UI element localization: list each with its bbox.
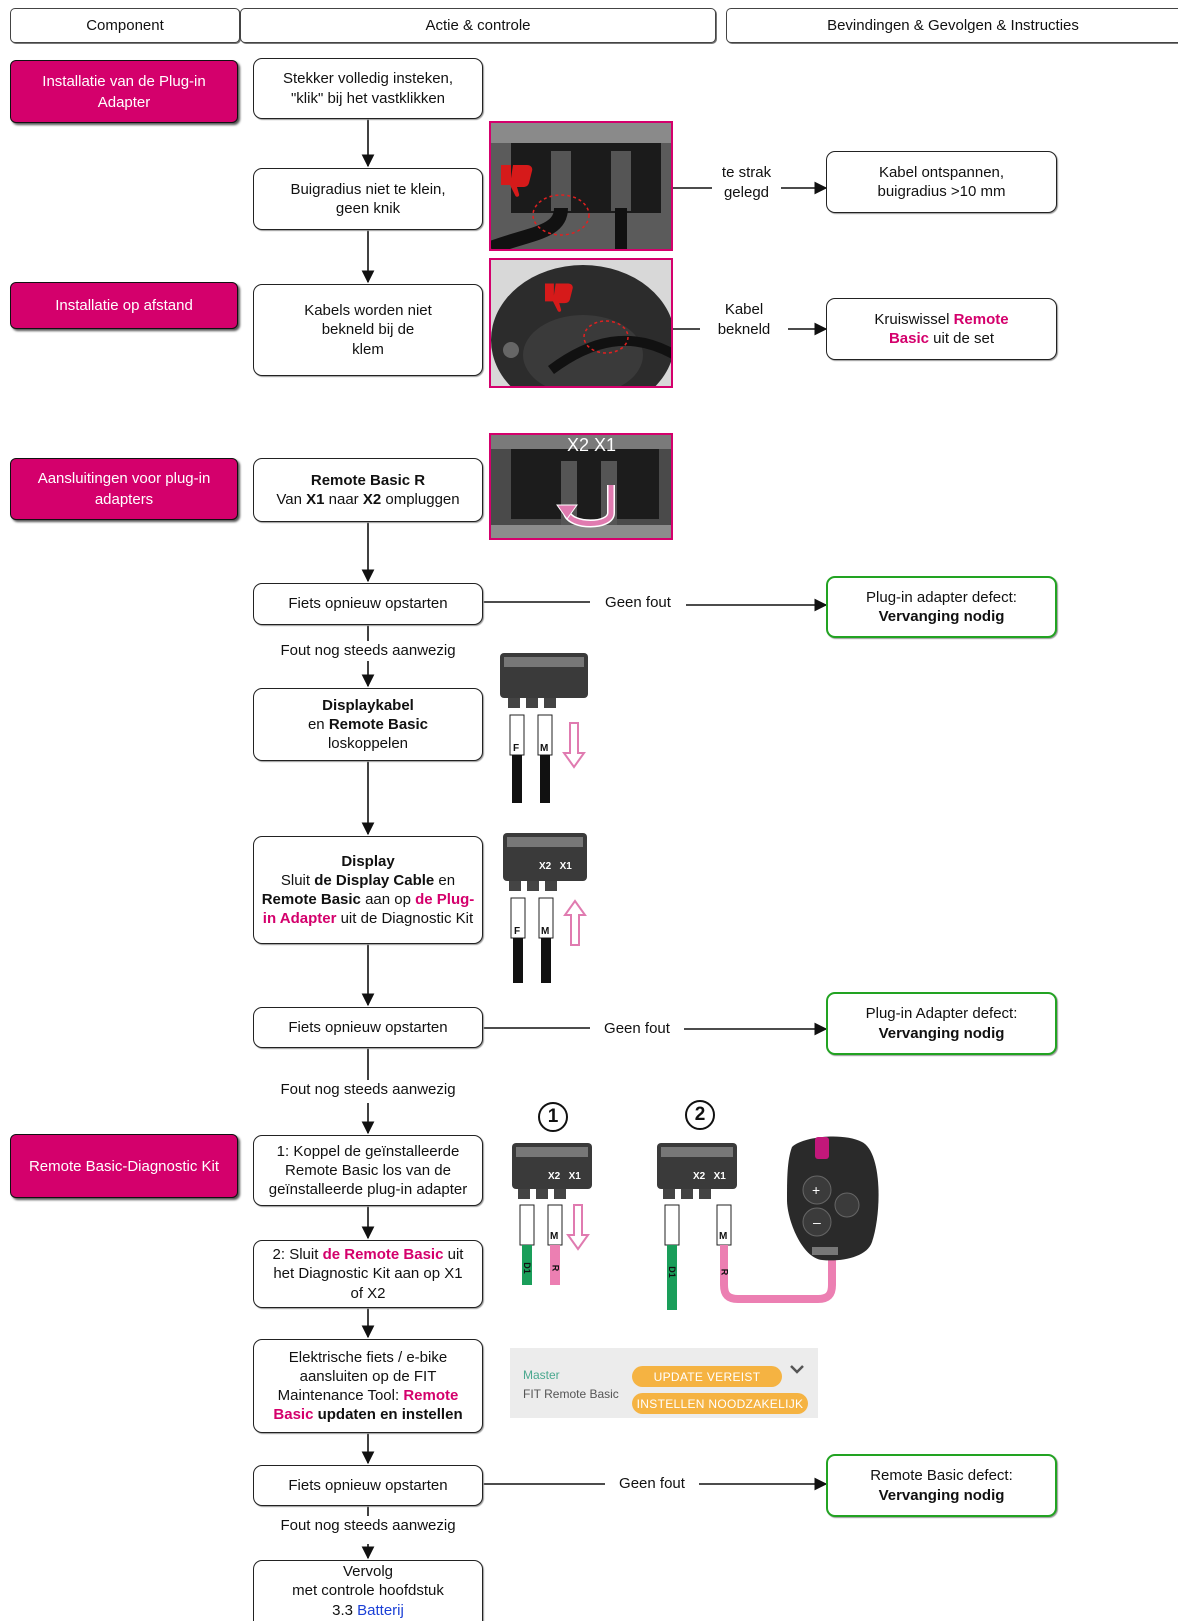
header-findings: Bevindingen & Gevolgen & Instructies [726, 8, 1178, 43]
fit-tool-panel: Master FIT Remote Basic UPDATE VEREIST I… [510, 1348, 818, 1418]
photo-cable-bend [489, 121, 673, 251]
photo-x2-x1-replug: X2 X1 [489, 433, 673, 540]
illustration-connect-kit: X2 X1 F M [503, 833, 598, 983]
step-number-2: 2 [685, 1100, 715, 1130]
component-plugin-connections: Aansluitingen voor plug-in adapters [10, 458, 238, 520]
label-no-error-1: Geen fout [590, 593, 686, 613]
step-restart-bike-3: Fiets opnieuw opstarten [253, 1465, 483, 1506]
result-relax-cable: Kabel ontspannen,buigradius >10 mm [826, 151, 1057, 213]
step-restart-bike-2: Fiets opnieuw opstarten [253, 1007, 483, 1048]
svg-text:+: + [812, 1182, 820, 1198]
thumbs-down-icon [499, 161, 539, 197]
chevron-down-icon[interactable] [788, 1362, 806, 1376]
update-required-badge[interactable]: UPDATE VEREIST [632, 1366, 782, 1387]
pin-label-f: F [514, 926, 521, 937]
illustration-disconnect: F M [500, 653, 595, 803]
label-error-persists-3: Fout nog steeds aanwezig [270, 1516, 466, 1536]
header-action: Actie & controle [240, 8, 716, 43]
label-no-error-3: Geen fout [605, 1474, 699, 1494]
result-remote-basic-defect: Remote Basic defect:Vervanging nodig [826, 1454, 1057, 1517]
pin-label-d1: D1 [521, 1262, 532, 1274]
component-plugin-adapter-install: Installatie van de Plug-in Adapter [10, 60, 238, 123]
pin-label-m: M [719, 1231, 728, 1242]
component-remote-install: Installatie op afstand [10, 282, 238, 329]
label-error-persists-2: Fout nog steeds aanwezig [270, 1080, 466, 1100]
fit-device-label: FIT Remote Basic [523, 1387, 619, 1401]
photo-cable-pinched [489, 258, 673, 388]
step-number-1: 1 [538, 1102, 568, 1132]
thumbs-down-icon [543, 280, 579, 312]
svg-text:–: – [813, 1214, 821, 1230]
adapter-x2-x1-label: X2 X1 [548, 1171, 581, 1182]
pin-label-m: M [540, 743, 549, 754]
step-plug-in-fully: Stekker volledig insteken,"klik" bij het… [253, 58, 483, 119]
header-component: Component [10, 8, 240, 43]
component-remote-basic-diagnostic-kit: Remote Basic-Diagnostic Kit [10, 1134, 238, 1198]
adapter-x2-x1-label: X2 X1 [539, 861, 572, 872]
pin-label-r: R [550, 1264, 561, 1272]
illustration-kit-connect-remote: + – X2 X1 M D1 R [657, 1127, 892, 1315]
result-plugin-adapter-defect-2: Plug-in Adapter defect:Vervanging nodig [826, 992, 1057, 1055]
adapter-x2-x1-label: X2 X1 [693, 1171, 726, 1182]
photo-x2-x1-label: X2 X1 [567, 435, 617, 455]
pin-label-m: M [541, 926, 550, 937]
label-no-error-2: Geen fout [590, 1019, 684, 1039]
illustration-kit-disconnect: X2 X1 M D1 R [512, 1143, 597, 1288]
pin-label-f: F [513, 743, 520, 754]
step-restart-bike-1: Fiets opnieuw opstarten [253, 583, 483, 625]
setup-required-badge[interactable]: INSTELLEN NOODZAKELIJK [632, 1393, 808, 1414]
label-error-persists-1: Fout nog steeds aanwezig [278, 641, 458, 661]
pin-label-r: R [719, 1268, 730, 1276]
fit-master-label: Master [523, 1368, 560, 1382]
battery-link[interactable]: Batterij [357, 1601, 404, 1619]
pin-label-d1: D1 [666, 1266, 677, 1278]
result-plugin-adapter-defect-1: Plug-in adapter defect:Vervanging nodig [826, 576, 1057, 638]
pin-label-m: M [550, 1231, 559, 1242]
step-bend-radius: Buigradius niet te klein,geen knik [253, 168, 483, 230]
